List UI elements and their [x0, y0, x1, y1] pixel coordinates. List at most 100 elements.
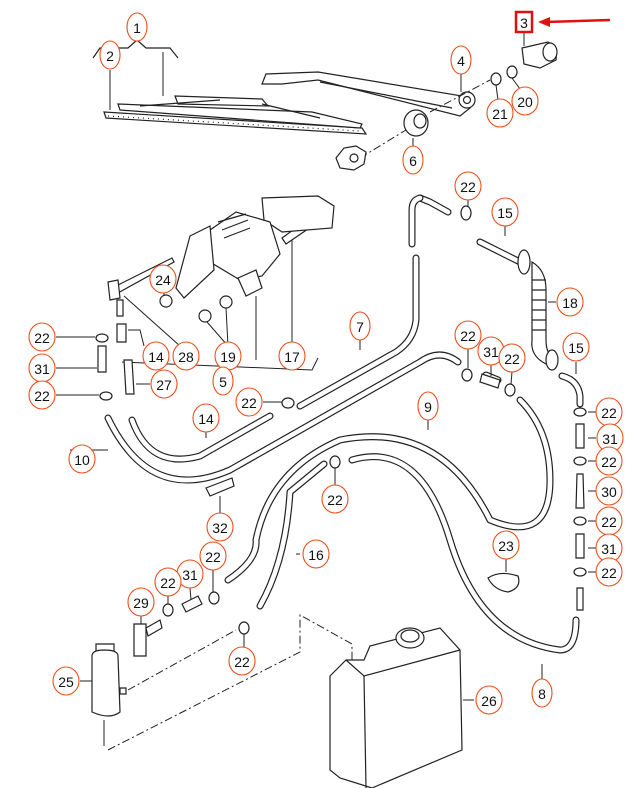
callout-4: 4	[450, 45, 472, 75]
callout-number: 8	[538, 686, 546, 702]
callout-22: 22	[321, 484, 349, 514]
callout-2: 2	[99, 40, 121, 70]
callout-circle	[302, 539, 330, 569]
callout-circle	[454, 171, 482, 201]
callout-circle	[192, 403, 220, 433]
callout-27: 27	[150, 369, 178, 399]
callout-22: 22	[235, 387, 263, 417]
callout-number: 28	[178, 349, 194, 365]
callout-number: 31	[601, 541, 617, 557]
callout-number: 29	[133, 595, 149, 611]
callout-number: 19	[220, 349, 236, 365]
callout-number: 7	[356, 319, 364, 335]
callout-22: 22	[595, 397, 623, 427]
callout-18: 18	[556, 287, 584, 317]
callout-circle	[228, 646, 256, 676]
callout-22: 22	[595, 446, 623, 476]
callout-number: 22	[504, 351, 520, 367]
callout-number: 31	[34, 361, 50, 377]
callout-30: 30	[595, 476, 623, 506]
callout-number: 17	[284, 349, 300, 365]
callout-circle	[349, 311, 371, 341]
callout-32: 32	[206, 512, 234, 542]
washer-jet	[429, 33, 558, 113]
callout-circle	[126, 12, 148, 42]
callout-number: 22	[601, 514, 617, 530]
callout-number: 14	[198, 411, 214, 427]
wiper-blade	[92, 39, 368, 135]
bellows	[504, 226, 577, 374]
callout-22: 22	[595, 557, 623, 587]
callout-15: 15	[562, 332, 590, 362]
left-connectors	[56, 299, 150, 401]
callout-circle	[149, 264, 177, 294]
callout-number: 22	[205, 549, 221, 565]
callout-number: 22	[234, 654, 250, 670]
callout-number: 2	[106, 48, 114, 64]
callout-number: 5	[219, 374, 227, 390]
callout-31: 31	[477, 336, 505, 366]
callout-circle	[498, 343, 526, 373]
callout-1: 1	[126, 12, 148, 42]
callout-number: 1	[133, 20, 141, 36]
callout-9: 9	[417, 391, 439, 421]
callout-circle	[278, 341, 306, 371]
callout-circle	[28, 380, 56, 410]
callout-circle	[206, 512, 234, 542]
callout-3: 3	[514, 10, 534, 34]
callout-number: 27	[156, 377, 172, 393]
callout-number: 22	[601, 454, 617, 470]
callout-20: 20	[511, 86, 539, 116]
callout-number: 20	[517, 94, 533, 110]
callout-16: 16	[302, 539, 330, 569]
callout-number: 24	[155, 272, 171, 288]
callout-circle	[492, 530, 520, 560]
callout-22: 22	[199, 541, 227, 571]
callout-number: 22	[34, 330, 50, 346]
callout-circle	[491, 197, 519, 227]
callout-circle	[199, 541, 227, 571]
callout-circle	[68, 444, 96, 474]
callout-26: 26	[475, 685, 503, 715]
callout-22: 22	[454, 320, 482, 350]
callout-7: 7	[349, 311, 371, 341]
callout-number: 15	[497, 205, 513, 221]
callout-28: 28	[172, 341, 200, 371]
callout-circle	[321, 484, 349, 514]
callout-number: 22	[460, 179, 476, 195]
right-connectors	[573, 407, 596, 611]
callout-5: 5	[212, 366, 234, 396]
callout-31: 31	[28, 353, 56, 383]
callout-number: 22	[160, 575, 176, 591]
callout-8: 8	[531, 678, 553, 708]
callout-number: 26	[481, 693, 497, 709]
callout-circle	[52, 666, 80, 696]
callout-number: 16	[308, 547, 324, 563]
callout-circle	[531, 678, 553, 708]
callout-number: 30	[601, 484, 617, 500]
callout-circle	[402, 145, 424, 175]
callout-17: 17	[278, 341, 306, 371]
callout-circle	[154, 567, 182, 597]
callout-number: 31	[182, 567, 198, 583]
callout-circle	[511, 86, 539, 116]
callout-number: 25	[58, 674, 74, 690]
callout-circle	[562, 332, 590, 362]
hose-clips	[133, 200, 520, 657]
callout-number: 22	[327, 492, 343, 508]
callout-6: 6	[402, 145, 424, 175]
callout-circle	[235, 387, 263, 417]
callout-22: 22	[228, 646, 256, 676]
callout-number: 23	[498, 538, 514, 554]
callout-number: 22	[601, 565, 617, 581]
callout-circle	[172, 341, 200, 371]
drawing	[56, 17, 611, 788]
callout-number: 15	[568, 340, 584, 356]
callout-circle	[595, 476, 623, 506]
wiper-arm	[261, 71, 476, 117]
callout-number: 9	[424, 399, 432, 415]
callout-circle	[28, 322, 56, 352]
callout-circle	[454, 320, 482, 350]
